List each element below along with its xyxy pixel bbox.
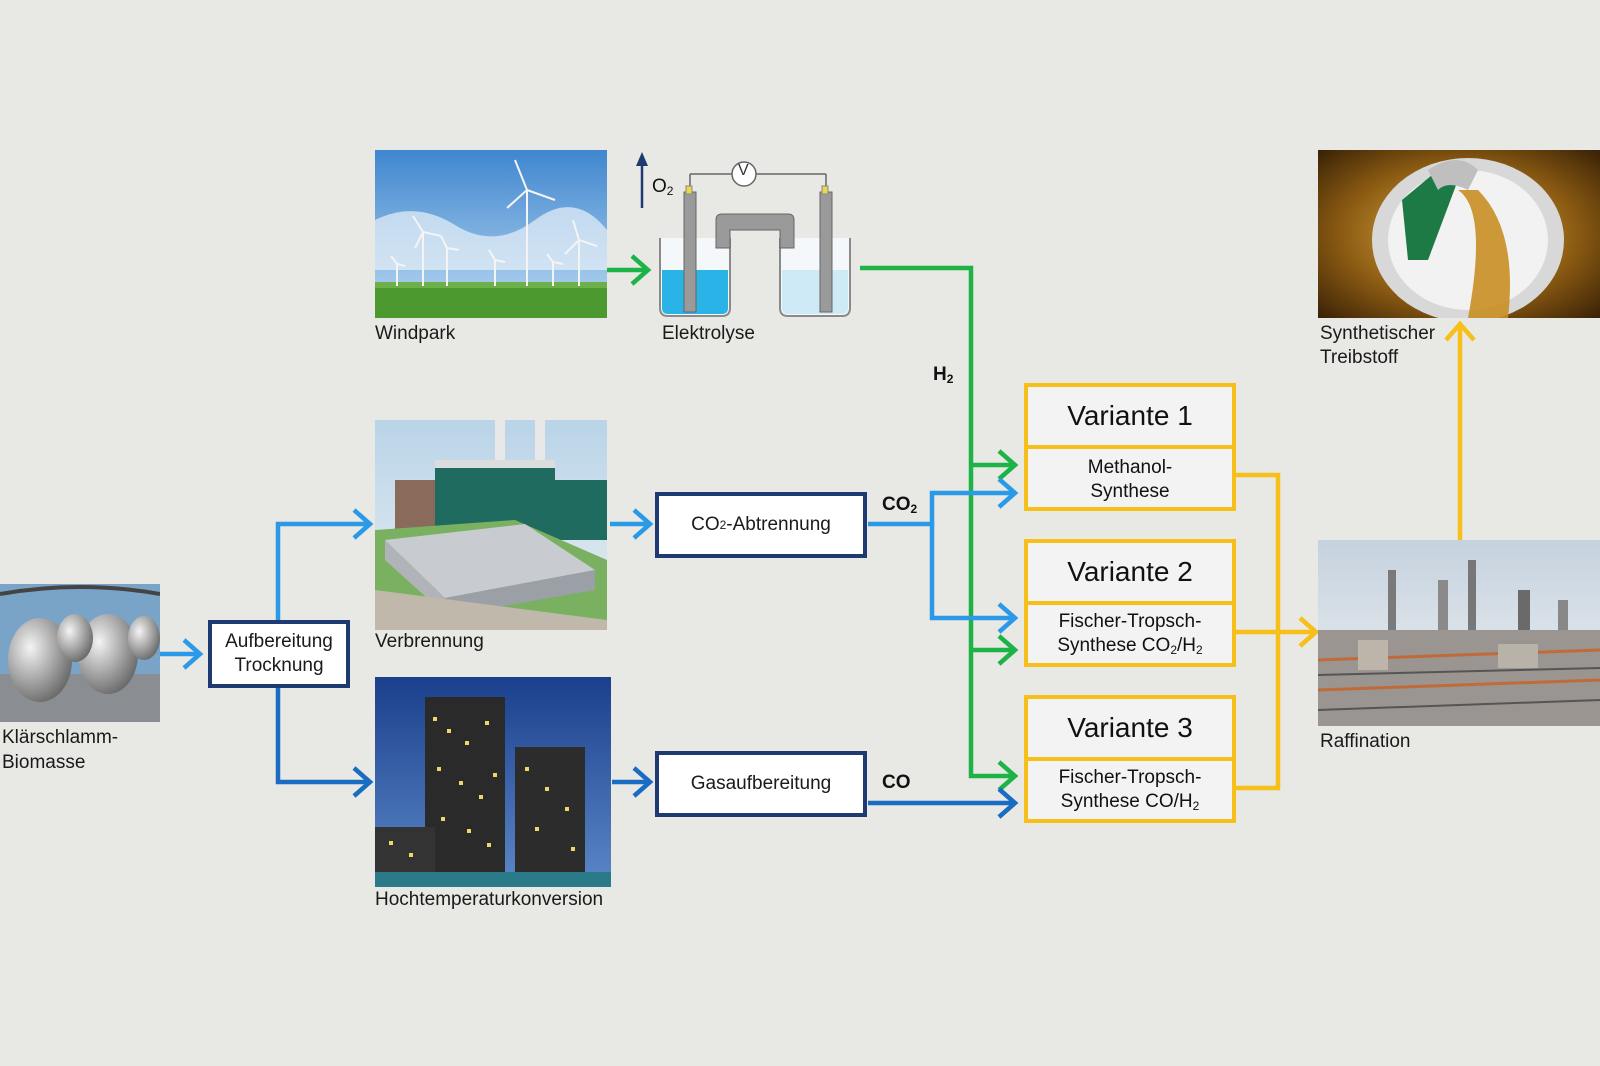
klaerschlamm-label-1: Klärschlamm-: [2, 727, 119, 748]
h2-line: [860, 265, 1015, 779]
aufbereitung-box: Aufbereitung Trocknung: [208, 620, 350, 688]
variante-3-title: Variante 3: [1028, 699, 1232, 761]
verbrennung-photo: [375, 420, 607, 630]
variante-1-line2: Synthese: [1090, 481, 1170, 502]
hochtemperatur-photo: [375, 677, 611, 887]
arrow-to-verbrennung: [275, 521, 370, 620]
gasaufbereitung-box: Gasaufbereitung: [655, 751, 867, 817]
klaerschlamm-photo: [0, 584, 160, 722]
variante-3-line1: Fischer-Tropsch-: [1058, 767, 1202, 788]
variante-3-line2: Synthese CO/H2: [1060, 791, 1200, 813]
elektrolyse-diagram: V: [652, 158, 862, 326]
treibstoff-photo: [1318, 150, 1600, 318]
o2-label: O2: [652, 176, 674, 198]
variante-2-box: Variante 2 Fischer-Tropsch- Synthese CO2…: [1024, 539, 1236, 667]
klaerschlamm-label-2: Biomasse: [2, 752, 86, 773]
co2-label: CO2: [882, 494, 918, 516]
variante-3-box: Variante 3 Fischer-Tropsch- Synthese CO/…: [1024, 695, 1236, 823]
raffination-photo: [1318, 540, 1600, 726]
windpark-photo: [375, 150, 607, 318]
h2-label: H2: [933, 364, 954, 386]
raffination-label: Raffination: [1320, 731, 1411, 752]
voltmeter-label: V: [738, 162, 749, 179]
aufbereitung-line1: Aufbereitung: [225, 631, 333, 652]
co2-line: [868, 490, 1015, 527]
treibstoff-label-2: Treibstoff: [1320, 347, 1399, 368]
aufbereitung-line2: Trocknung: [234, 655, 324, 676]
variante-1-title: Variante 1: [1028, 387, 1232, 449]
arrow-to-hochtemperatur: [275, 688, 370, 785]
treibstoff-label-1: Synthetischer: [1320, 323, 1436, 344]
windpark-label: Windpark: [375, 323, 456, 344]
variante-1-box: Variante 1 Methanol- Synthese: [1024, 383, 1236, 511]
hochtemperatur-label: Hochtemperaturkonversion: [375, 889, 604, 910]
variante-2-line2: Synthese CO2/H2: [1057, 635, 1203, 657]
elektrolyse-label: Elektrolyse: [662, 323, 755, 344]
variante-2-line1: Fischer-Tropsch-: [1058, 611, 1202, 632]
verbrennung-label: Verbrennung: [375, 631, 484, 652]
variante-2-title: Variante 2: [1028, 543, 1232, 605]
variante-1-line1: Methanol-: [1087, 457, 1173, 478]
co-label: CO: [882, 772, 911, 793]
